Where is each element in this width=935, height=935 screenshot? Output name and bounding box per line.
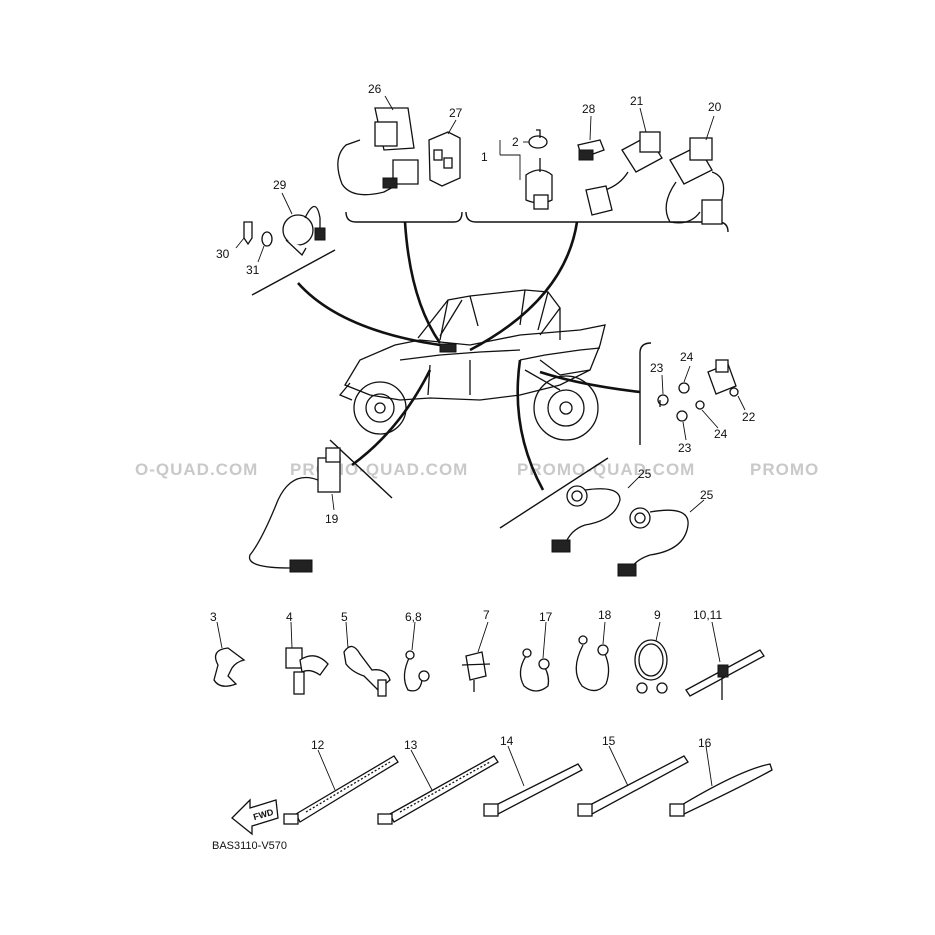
label-25a: 25 [638, 467, 652, 481]
part-29-31-buzzer [235, 192, 326, 263]
label-16: 16 [698, 736, 712, 750]
label-25b: 25 [700, 488, 714, 502]
label-23b: 23 [678, 441, 692, 455]
label-12: 12 [311, 738, 325, 752]
label-17: 17 [539, 610, 553, 624]
label-2: 2 [512, 135, 519, 149]
part-7-clip [461, 621, 491, 692]
label-7: 7 [483, 608, 490, 622]
label-21: 21 [630, 94, 644, 108]
watermark-text-partial: O-QUAD.COM [135, 460, 258, 479]
label-19: 19 [325, 512, 339, 526]
label-26: 26 [368, 82, 382, 96]
rear-wheel [533, 375, 599, 441]
label-31: 31 [246, 263, 260, 277]
part-25-sockets [551, 475, 705, 577]
part-10-11-tie [685, 621, 765, 700]
part-16-tie [669, 745, 773, 817]
label-1: 1 [481, 150, 488, 164]
label-28: 28 [582, 102, 596, 116]
label-23a: 23 [650, 361, 664, 375]
label-15: 15 [602, 734, 616, 748]
label-18: 18 [598, 608, 612, 622]
part-20-switch [665, 115, 725, 225]
cable-ties-row [283, 745, 773, 825]
label-29: 29 [273, 178, 287, 192]
part-28-cap [577, 115, 605, 161]
label-5: 5 [341, 610, 348, 624]
label-22: 22 [742, 410, 756, 424]
part-26-switch-harness [337, 95, 419, 196]
part-14-tie [483, 745, 583, 817]
label-6-8: 6,8 [405, 610, 422, 624]
part-15-tie [577, 745, 689, 817]
part-4-clamp [285, 621, 329, 695]
part-21-switch [585, 107, 663, 216]
label-27: 27 [449, 106, 463, 120]
label-4: 4 [286, 610, 293, 624]
part-22-24-sensor [657, 359, 746, 441]
vehicle-illustration [338, 289, 606, 441]
fwd-arrow: FWD [231, 798, 279, 836]
part-18-loop [575, 621, 610, 692]
label-9: 9 [654, 608, 661, 622]
part-12-tie [283, 749, 399, 825]
label-3: 3 [210, 610, 217, 624]
label-13: 13 [404, 738, 418, 752]
part-17-loop [519, 621, 550, 692]
label-14: 14 [500, 734, 514, 748]
callout-lines [297, 221, 641, 491]
front-wheel [353, 381, 407, 435]
watermark-text-1: PROMO-QUAD.COM [290, 460, 468, 479]
clamps-row [213, 621, 765, 700]
part-9-band [634, 621, 668, 694]
part-13-tie [377, 749, 499, 825]
label-24a: 24 [680, 350, 694, 364]
diagram-code: BAS3110-V570 [212, 840, 287, 852]
part-27-plate [428, 119, 461, 187]
part-19-harness [248, 447, 341, 573]
part-labels: 26 27 28 21 20 2 1 29 30 31 24 23 22 24 … [210, 82, 756, 752]
label-24b: 24 [714, 427, 728, 441]
watermark-text-2: PROMO-QUAD.COM [517, 460, 695, 479]
label-30: 30 [216, 247, 230, 261]
label-10-11: 10,11 [693, 608, 722, 622]
part-6-8-clip [403, 621, 430, 692]
watermark-text-3: PROMO [750, 460, 819, 479]
part-3-clip [213, 621, 246, 687]
part-1-2-ignition [499, 129, 553, 210]
label-20: 20 [708, 100, 722, 114]
part-5-clamp [343, 621, 391, 697]
watermark: O-QUAD.COM PROMO-QUAD.COM PROMO-QUAD.COM… [135, 460, 819, 479]
